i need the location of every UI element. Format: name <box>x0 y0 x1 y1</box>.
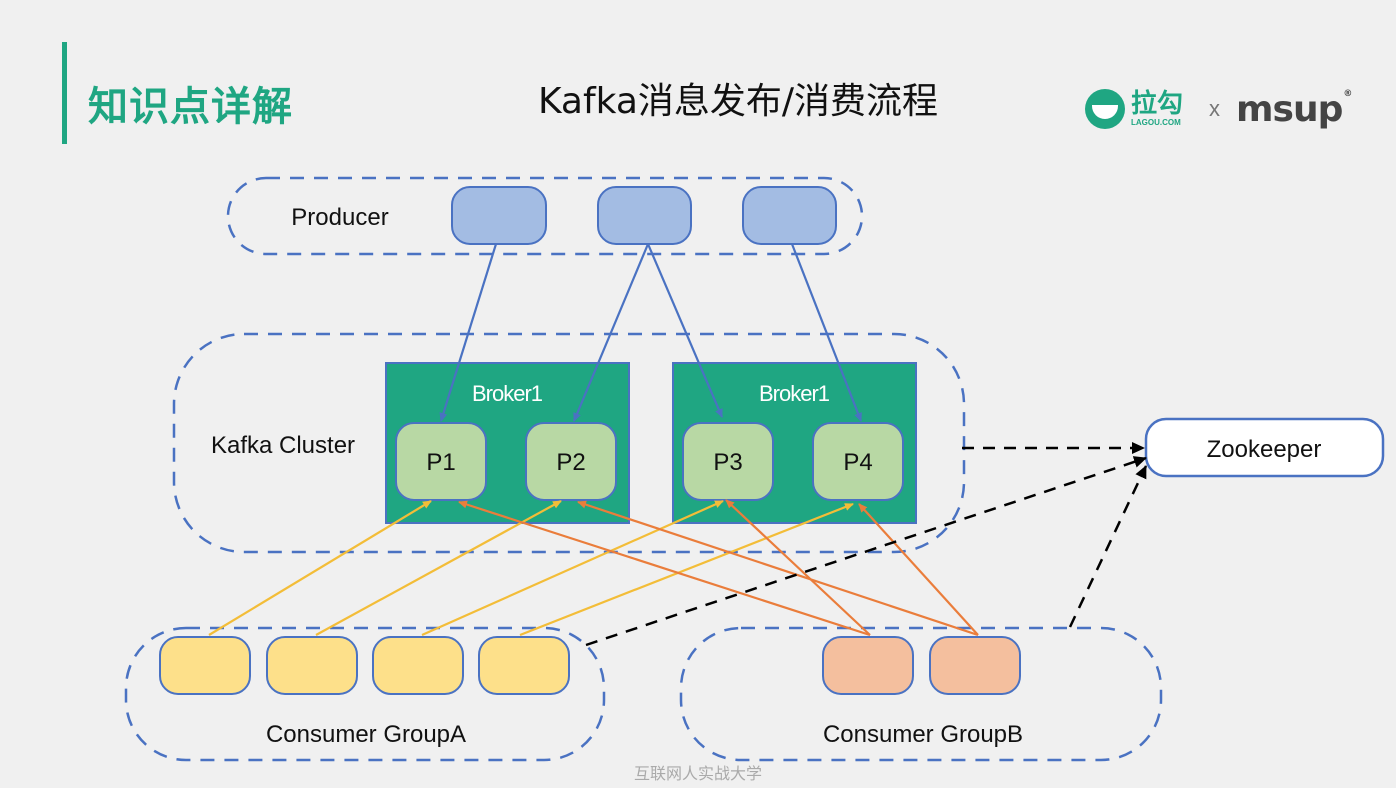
broker-label: Broker1 <box>759 381 830 406</box>
msup-registered-mark: ® <box>1343 88 1352 99</box>
zookeeper-label: Zookeeper <box>1207 436 1322 463</box>
produce-arrow <box>439 243 498 422</box>
partition-label: P4 <box>843 449 872 476</box>
consume-a-arrow <box>208 500 432 636</box>
consume-b-arrow <box>458 500 871 637</box>
consumer-b-node <box>822 636 914 695</box>
consumer-a-node <box>478 636 570 695</box>
consumer-a-node <box>266 636 358 695</box>
consumer-group-b-outline <box>679 626 1163 762</box>
produce-arrow <box>790 243 863 422</box>
kafka-cluster-label: Kafka Cluster <box>211 432 355 459</box>
msup-name: msup <box>1236 88 1343 130</box>
partition-label: P3 <box>713 449 742 476</box>
consumer-group-a-label: Consumer GroupA <box>266 721 466 748</box>
lagou-logo-text: 拉勾 LAGOU.COM <box>1131 91 1183 127</box>
zookeeper-arrow <box>1068 465 1148 628</box>
kafka-cluster-outline <box>172 332 966 554</box>
consume-b-arrow <box>858 503 979 636</box>
consume-a-arrow <box>519 502 854 637</box>
partition-node <box>812 422 904 501</box>
consumer-b-node <box>929 636 1021 695</box>
title-accent-bar <box>62 42 67 144</box>
logo-separator: x <box>1209 96 1221 121</box>
lagou-name: 拉勾 <box>1131 89 1184 119</box>
lagou-domain: LAGOU.COM <box>1131 118 1181 127</box>
producer-node <box>742 186 837 245</box>
footer-caption: 互联网人实战大学 <box>633 764 762 783</box>
section-title: 知识点详解 <box>88 84 293 130</box>
broker-label: Broker1 <box>472 381 543 406</box>
consumer-a-node <box>372 636 464 695</box>
consume-a-arrow <box>421 499 724 637</box>
consume-b-arrow <box>725 499 871 636</box>
partition-node <box>525 422 617 501</box>
producer-node <box>597 186 692 245</box>
consume-b-arrow <box>577 500 979 637</box>
lagou-logo-icon <box>1085 89 1125 129</box>
zookeeper-arrow <box>585 456 1147 647</box>
consumer-a-node <box>159 636 251 695</box>
producer-node <box>451 186 547 245</box>
partition-label: P2 <box>556 449 585 476</box>
consume-a-arrow <box>315 500 562 636</box>
produce-arrow <box>646 243 724 418</box>
msup-logo: msup® <box>1236 88 1352 130</box>
slide-title: Kafka消息发布/消费流程 <box>537 81 939 122</box>
partition-node <box>395 422 487 501</box>
producer-label: Producer <box>291 204 388 231</box>
produce-arrow <box>572 243 650 422</box>
partner-logos: 拉勾 LAGOU.COM x msup® <box>1085 88 1352 130</box>
consumer-group-b-label: Consumer GroupB <box>823 721 1023 748</box>
partition-label: P1 <box>426 449 455 476</box>
consumer-group-a-outline <box>124 626 606 762</box>
zookeeper-node <box>1144 417 1385 478</box>
